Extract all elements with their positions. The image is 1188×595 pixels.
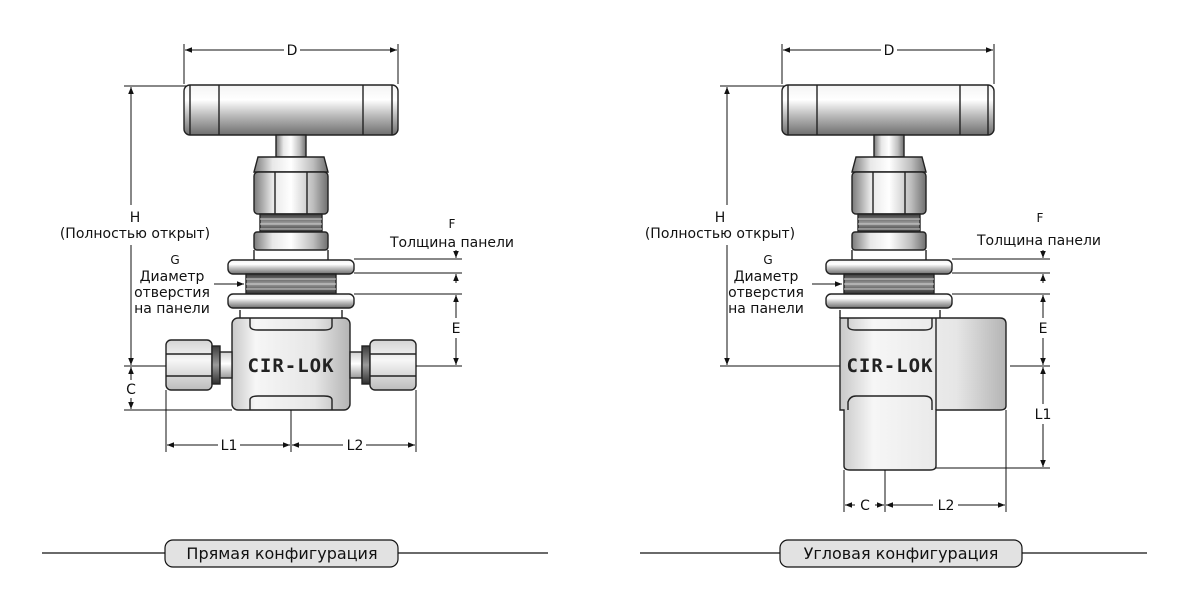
- bonnet-collar: [253, 231, 329, 251]
- caption-straight: Прямая конфигурация: [42, 539, 548, 568]
- label-g-angle: G: [763, 253, 772, 267]
- label-f-note: Толщина панели: [389, 235, 514, 251]
- dimension-f-angle: F Толщина панели: [952, 211, 1101, 283]
- dimension-c-l2-angle: C L2: [843, 410, 1007, 514]
- label-g-note-1: Диаметр: [140, 269, 205, 285]
- label-g-note-angle-2: отверстия: [728, 285, 804, 301]
- valve-stem: [275, 134, 307, 158]
- dimension-d: D: [183, 43, 399, 84]
- caption-angle: Угловая конфигурация: [640, 539, 1147, 568]
- label-h-angle: H: [715, 210, 726, 226]
- lower-panel-nut: [227, 293, 355, 309]
- lower-panel-nut-angle: [825, 293, 953, 309]
- dimension-e: E: [354, 293, 462, 367]
- packing-nut: [253, 156, 329, 215]
- label-f: F: [449, 217, 456, 231]
- left-tube-fitting: [165, 339, 233, 391]
- label-l1-angle: L1: [1035, 407, 1052, 423]
- label-h: H: [130, 210, 141, 226]
- label-l1: L1: [221, 438, 238, 454]
- label-g: G: [170, 253, 179, 267]
- label-d: D: [287, 43, 298, 59]
- dimension-d-angle: D: [781, 43, 995, 84]
- label-d-angle: D: [884, 43, 895, 59]
- label-g-note-angle-1: Диаметр: [734, 269, 799, 285]
- label-c-angle: C: [860, 498, 870, 514]
- dimension-l1-l2: L1 L2: [165, 390, 417, 454]
- packing-nut-angle: [851, 156, 927, 215]
- upper-panel-nut-angle: [825, 259, 953, 275]
- dimension-e-angle: E: [952, 293, 1050, 367]
- brand-logo-angle: CIR-LOK: [846, 355, 933, 377]
- right-tube-fitting: [349, 339, 417, 391]
- bonnet-collar-angle: [851, 231, 927, 251]
- label-c: C: [126, 382, 136, 398]
- dimension-l1-angle: L1: [936, 367, 1052, 469]
- valve-handle-angle: [781, 84, 995, 136]
- label-g-note-angle-3: на панели: [728, 301, 804, 317]
- label-h-note: (Полностью открыт): [60, 226, 210, 242]
- label-f-angle: F: [1037, 211, 1044, 225]
- label-e-angle: E: [1039, 321, 1048, 337]
- valve-body: CIR-LOK: [231, 310, 351, 411]
- brand-logo: CIR-LOK: [247, 355, 334, 377]
- dimension-h-angle: H (Полностью открыт): [645, 85, 840, 367]
- label-g-note-2: отверстия: [134, 285, 210, 301]
- label-h-note-angle: (Полностью открыт): [645, 226, 795, 242]
- dimension-g-angle: G Диаметр отверстия на панели: [728, 253, 842, 317]
- dimension-g: G Диаметр отверстия на панели: [134, 253, 244, 317]
- dimension-h: H (Полностью открыт): [60, 85, 210, 367]
- label-f-note-angle: Толщина панели: [976, 233, 1101, 249]
- caption-straight-text: Прямая конфигурация: [186, 544, 377, 563]
- caption-angle-text: Угловая конфигурация: [804, 544, 999, 563]
- dimension-c: C: [124, 367, 232, 411]
- valve-stem-angle: [873, 134, 905, 158]
- label-e: E: [452, 321, 461, 337]
- valve-handle: [183, 84, 399, 136]
- label-l2: L2: [347, 438, 364, 454]
- straight-configuration: D H (Полностью открыт): [42, 43, 548, 568]
- label-l2-angle: L2: [938, 498, 955, 514]
- upper-panel-nut: [227, 259, 355, 275]
- angle-configuration: D H (Полностью открыт): [640, 43, 1147, 568]
- valve-body-angle: CIR-LOK: [839, 310, 1007, 471]
- label-g-note-3: на панели: [134, 301, 210, 317]
- dimension-f: F Толщина панели: [354, 217, 514, 283]
